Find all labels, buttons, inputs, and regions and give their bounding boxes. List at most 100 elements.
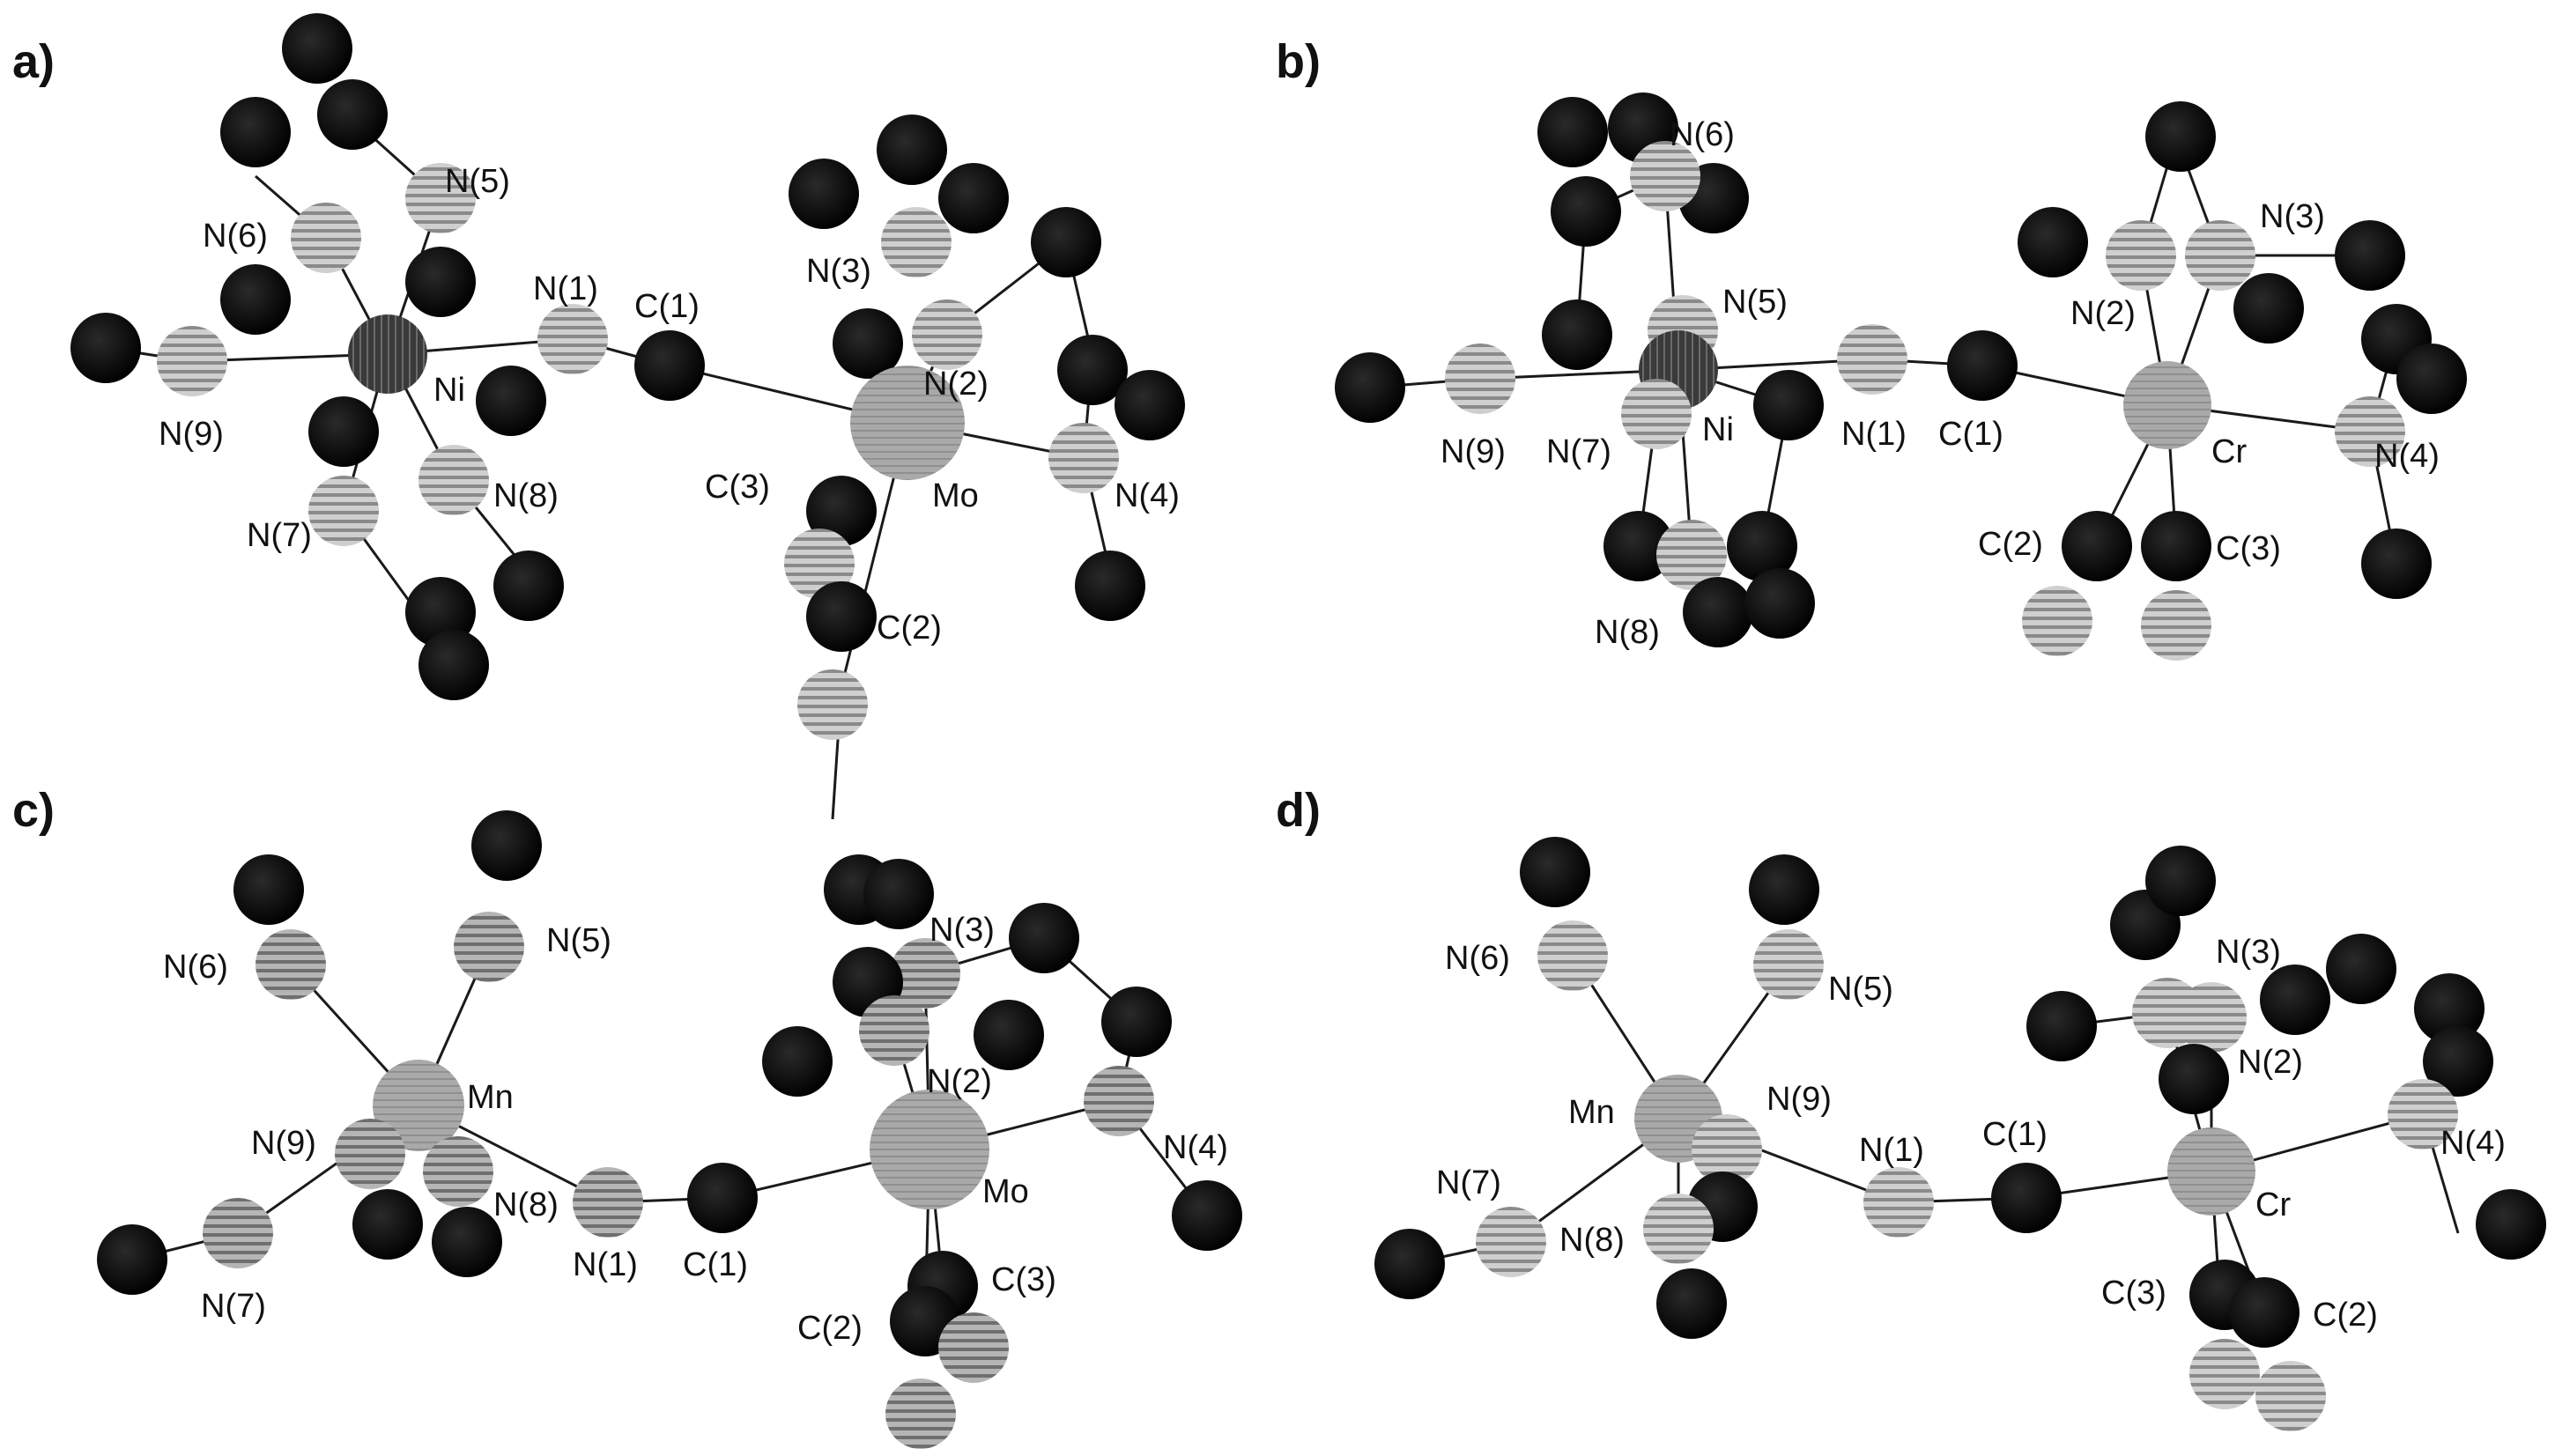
atom-label: N(7) [247,517,312,554]
carbon-atom [308,396,379,467]
carbon-atom [938,163,1009,233]
atom-label: N(7) [201,1288,266,1325]
panel-letter-b: b) [1276,35,1321,88]
atom-label: N(5) [1828,971,1893,1008]
carbon-atom [493,551,564,621]
atom-label: N(3) [929,912,995,949]
atom-label: N(2) [2238,1044,2303,1081]
carbon-atom [2141,511,2211,581]
carbon-atom [1537,97,1608,167]
atom-label: N(2) [927,1063,992,1100]
atoms-d [1374,837,2546,1431]
atom-label: N(7) [1436,1164,1501,1201]
atom-label: C(2) [2313,1297,2378,1334]
nitrogen-atom [291,203,361,273]
nitrogen-atom [308,476,379,546]
atom-label: C(2) [877,610,942,647]
carbon-atom [1009,903,1079,973]
atom-label: N(8) [1595,614,1660,651]
labels-a: N(5) N(6) N(1) C(1) Ni N(9) N(8) N(7) N(… [159,163,1180,647]
molybdenum-atom [850,366,965,480]
atom-label: C(1) [683,1246,748,1283]
atom-label: Cr [2211,433,2247,470]
carbon-atom [220,264,291,335]
nitrogen-atom [1476,1207,1546,1277]
nickel-atom [348,314,427,394]
atom-label: N(4) [1115,477,1180,514]
panel-letter-c: c) [12,784,55,837]
nitrogen-atom [2141,590,2211,661]
atom-label: C(3) [2216,530,2281,567]
panel-a: a) [12,13,1185,820]
nitrogen-atom [1863,1167,1934,1238]
carbon-atom [2026,991,2097,1061]
molybdenum-atom [870,1090,989,1209]
atom-label: N(9) [1766,1081,1832,1118]
atom-label: Mo [932,477,979,514]
carbon-atom [789,159,859,229]
atom-label: N(4) [1163,1129,1228,1166]
carbon-atom [2396,344,2467,414]
atom-label: N(2) [2070,295,2136,332]
labels-d: N(6) N(5) Mn N(9) N(7) N(8) N(1) C(1) N(… [1436,934,2506,1334]
atom-label: N(2) [923,366,989,403]
atom-label: Mo [982,1173,1029,1210]
carbon-atom [1335,352,1405,423]
atom-label: N(8) [493,477,559,514]
nitrogen-atom [938,1312,1009,1383]
panel-letter-a: a) [12,35,55,88]
carbon-atom [432,1207,502,1277]
atoms-b [1335,92,2467,661]
carbon-atom [687,1163,758,1233]
atom-label: N(9) [1440,433,1506,470]
carbon-atom [2229,1277,2300,1348]
manganese-atom [373,1060,464,1151]
nitrogen-atom [1537,920,1608,991]
carbon-atom [1749,854,1819,925]
atom-label: N(3) [2216,934,2281,971]
atom-label: N(6) [163,949,228,986]
carbon-atom [1744,568,1815,639]
atom-label: N(5) [445,163,510,200]
carbon-atom [405,577,476,647]
carbon-atom [70,313,141,383]
nitrogen-atom [2388,1079,2458,1149]
atoms-c [97,810,1242,1449]
atom-label: C(1) [634,288,700,325]
atom-label: N(1) [1859,1132,1924,1169]
nitrogen-atom [423,1136,493,1207]
atom-label: Ni [433,372,465,409]
atom-label: C(3) [991,1261,1056,1298]
carbon-atom [1374,1229,1445,1299]
atom-label: Cr [2255,1186,2291,1223]
labels-b: N(6) N(5) N(9) N(7) Ni N(1) C(1) N(8) N(… [1440,116,2440,651]
carbon-atom [220,97,291,167]
carbon-atom [863,859,934,929]
atoms-a [70,13,1185,740]
carbon-atom [1551,176,1621,247]
nitrogen-atom [885,1378,956,1449]
nitrogen-atom [2255,1361,2326,1431]
carbon-atom [1542,299,1612,370]
carbon-atom [1683,577,1753,647]
nitrogen-atom [881,207,952,277]
nitrogen-atom [797,669,868,740]
carbon-atom [2335,220,2405,291]
atom-label: N(4) [2374,438,2440,475]
carbon-atom [974,1000,1044,1070]
atom-label: N(8) [493,1186,559,1223]
carbon-atom [1101,987,1172,1057]
chromium-atom [2123,361,2211,449]
nitrogen-atom [1445,344,1515,414]
nitrogen-atom [1621,379,1692,449]
carbon-atom [833,308,903,379]
nitrogen-atom [1837,324,1907,395]
atom-label: C(3) [705,469,770,506]
panel-d: d) [1276,784,2546,1431]
atom-label: Mn [467,1079,514,1116]
carbon-atom [634,330,705,401]
carbon-atom [2423,1026,2493,1097]
panel-letter-d: d) [1276,784,1321,837]
carbon-atom [2414,973,2485,1044]
carbon-atom [352,1189,423,1260]
